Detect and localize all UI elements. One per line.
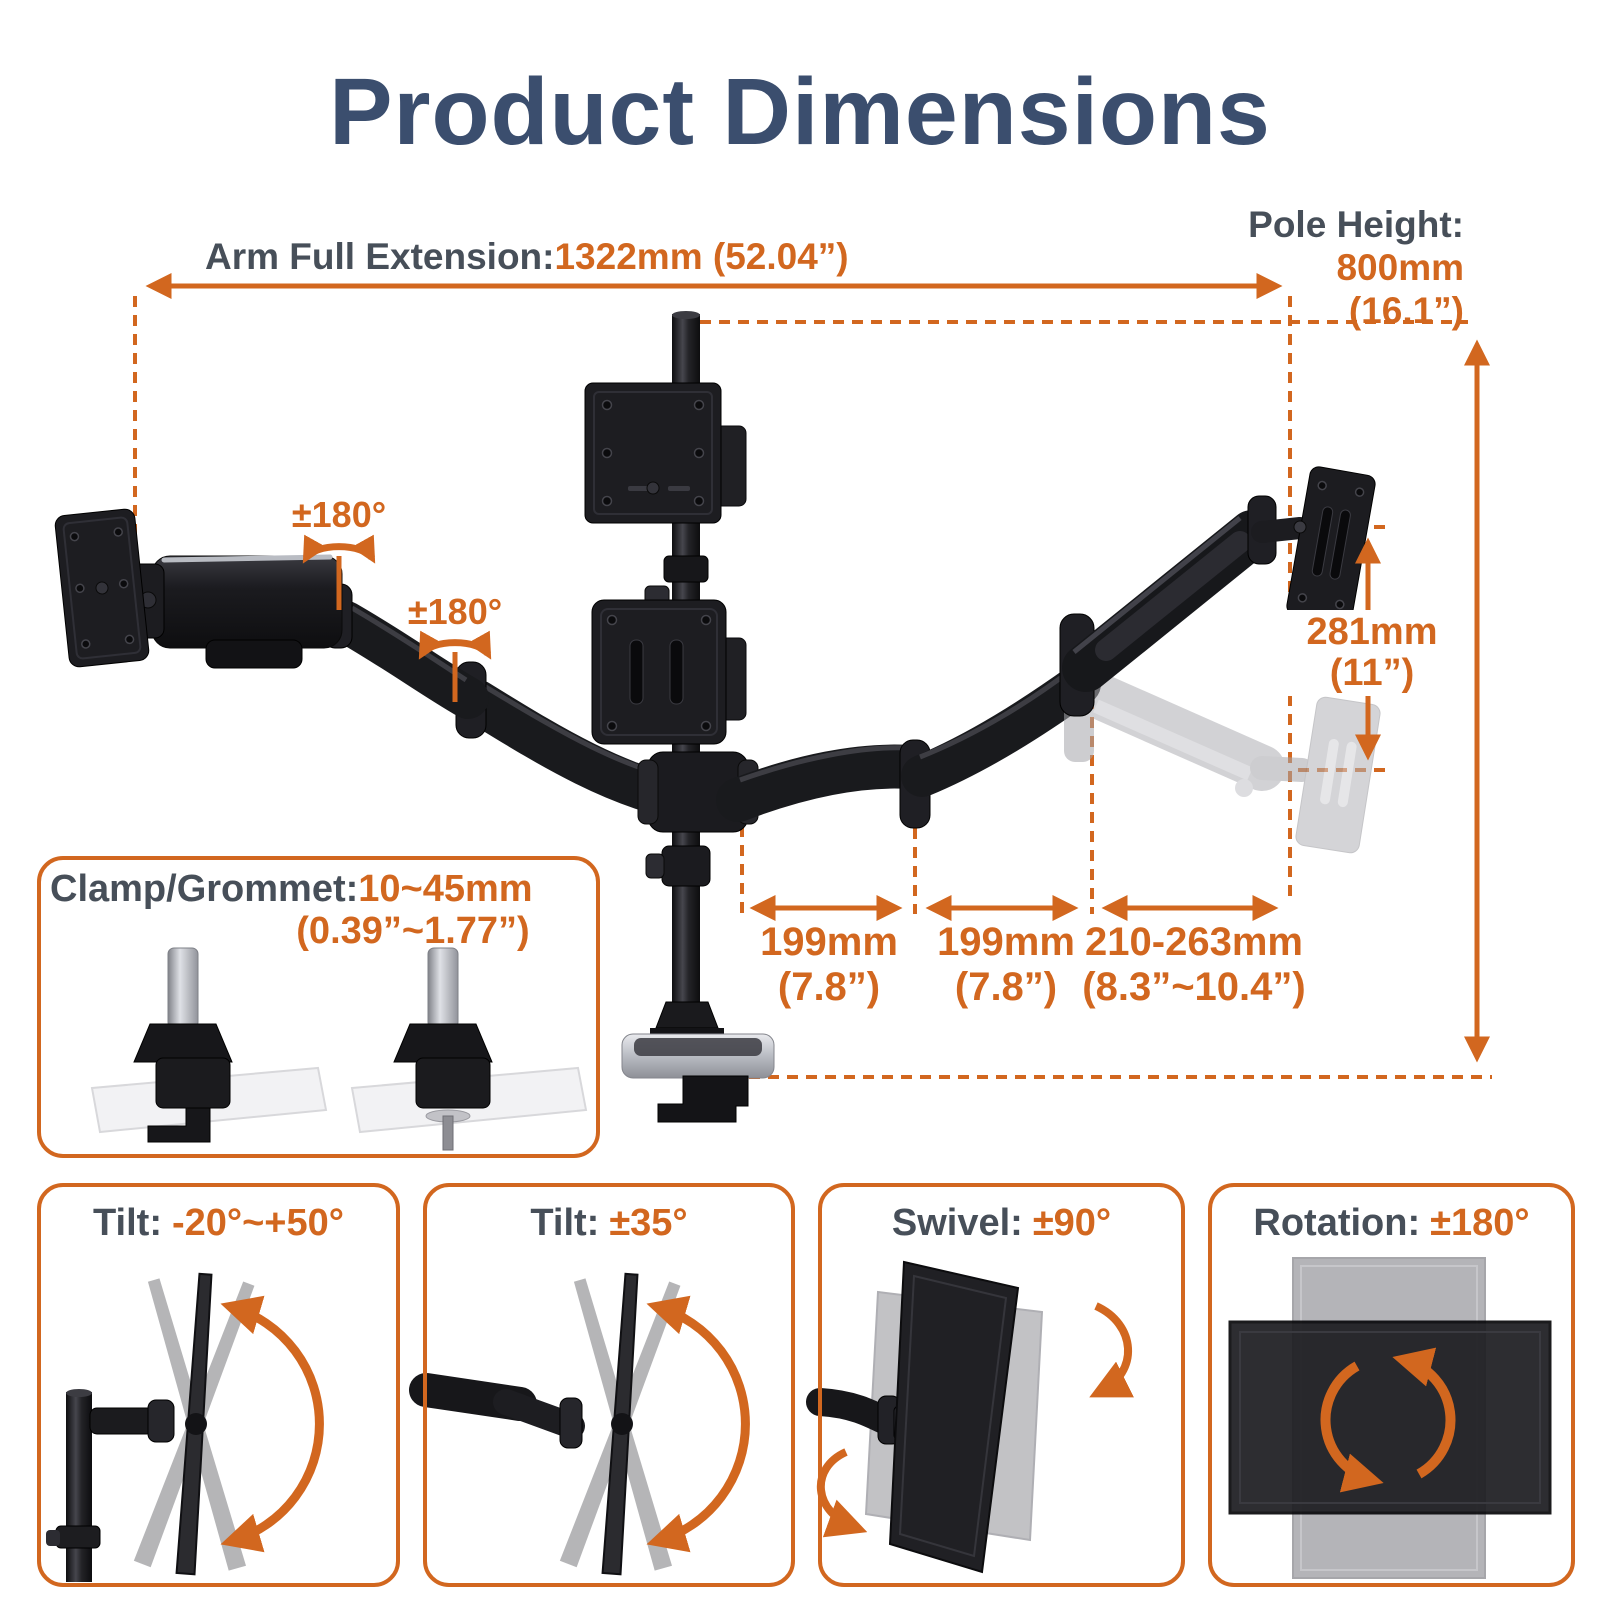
tilt-fan xyxy=(133,1272,259,1576)
left-arm-underslung xyxy=(205,639,303,669)
rotation-arc-icon xyxy=(418,630,492,660)
feature-caption: Rotation: xyxy=(1253,1202,1421,1244)
left-arm-upper-segment xyxy=(325,601,489,719)
segment-dimension-1: 199mm (7.8”) xyxy=(709,920,949,1010)
segment-2-inch: (7.8”) xyxy=(954,964,1058,1009)
arm-rotation-label-2: ±180° xyxy=(407,591,503,632)
right-arm-segment-2 xyxy=(901,663,1101,797)
clamp-range-label: Clamp/Grommet:10~45mm xyxy=(50,868,533,911)
segment-dimension-3: 210-263mm (8.3”~10.4”) xyxy=(1062,920,1326,1010)
feature-value: ±180° xyxy=(1430,1202,1530,1244)
lift-range-mm: 281mm xyxy=(1306,611,1438,653)
top-vesa-inner xyxy=(593,391,713,515)
mini-pole xyxy=(66,1392,92,1582)
pole-height-caption: Pole Height: xyxy=(1248,204,1464,245)
rotation-illustration xyxy=(1228,1257,1552,1579)
feature-value: ±90° xyxy=(1032,1202,1112,1244)
right-arm-ghost-position xyxy=(1064,669,1381,854)
feature-label-tilt-1: Tilt:-20°~+50° xyxy=(37,1202,400,1245)
left-arm-housing xyxy=(151,555,343,649)
top-vesa-mount xyxy=(584,382,747,524)
tilt-pole-illustration xyxy=(46,1272,324,1582)
lift-range-inch: (11”) xyxy=(1329,652,1415,695)
right-vesa-plate xyxy=(1286,466,1376,624)
lower-vesa-mount xyxy=(591,585,747,745)
arm-extension-caption: Arm Full Extension: xyxy=(205,236,555,277)
segment-3-inch: (8.3”~10.4”) xyxy=(1082,964,1306,1009)
grommet-illustration xyxy=(350,947,588,1151)
tilt-fan xyxy=(559,1272,685,1576)
feature-caption: Tilt: xyxy=(93,1202,162,1244)
feature-caption: Swivel: xyxy=(891,1202,1023,1244)
clamp-caption: Clamp/Grommet: xyxy=(50,868,359,910)
feature-box-tilt-2 xyxy=(423,1183,795,1587)
swivel-illustration xyxy=(806,1260,1134,1574)
rotation-arrow-icon xyxy=(1320,1361,1384,1493)
lower-vesa-slot xyxy=(669,639,684,705)
clamp-inch: (0.39”~1.77”) xyxy=(296,910,530,952)
page-title: Product Dimensions xyxy=(329,59,1271,165)
right-arm-segment-1 xyxy=(716,744,932,822)
landscape-monitor xyxy=(1228,1320,1552,1515)
clamp-hook xyxy=(657,1075,749,1123)
right-vesa-pivot xyxy=(1293,520,1307,534)
feature-box-rotation xyxy=(1208,1183,1575,1587)
dimension-arrows xyxy=(145,273,1490,1063)
clamp-illustration xyxy=(90,947,328,1143)
feature-box-tilt-1 xyxy=(37,1183,400,1587)
pole-cap xyxy=(672,311,700,319)
feature-value: ±35° xyxy=(609,1202,688,1244)
feature-caption: Tilt: xyxy=(530,1202,600,1244)
feature-label-swivel: Swivel:±90° xyxy=(818,1202,1185,1245)
rotation-arrow-icon xyxy=(1392,1347,1456,1479)
segment-1-inch: (7.8”) xyxy=(777,964,881,1009)
grommet-bolt xyxy=(442,1115,454,1151)
pole-height-mm: 800mm xyxy=(1336,246,1464,288)
lower-vesa-slot xyxy=(629,639,644,705)
tilt-arc-arrow-icon xyxy=(646,1295,750,1553)
arm-extension-value: 1322mm (52.04”) xyxy=(554,236,849,277)
segment-3-mm: 210-263mm xyxy=(1085,920,1303,964)
segment-1-mm: 199mm xyxy=(760,920,898,964)
arm-rotation-label-1: ±180° xyxy=(291,494,387,535)
swivel-arrow-icon xyxy=(1089,1302,1134,1398)
pole-collar-knob xyxy=(645,853,665,879)
left-arm-housing-highlight xyxy=(161,554,333,563)
lower-vesa-plate xyxy=(591,599,727,745)
tilt-arc-arrow-icon xyxy=(220,1295,324,1553)
clamp-body xyxy=(155,1057,231,1109)
pole-height-label: Pole Height: 800mm (16.1”) xyxy=(1248,204,1464,333)
top-vesa-holes xyxy=(601,399,705,507)
pole-collar-top xyxy=(663,555,709,583)
segment-dimension-2: 199mm (7.8”) xyxy=(886,920,1126,1010)
tilt-arm-illustration xyxy=(409,1272,750,1576)
feature-box-swivel xyxy=(818,1183,1185,1587)
right-arm-head-link xyxy=(1251,517,1311,543)
feature-value: -20°~+50° xyxy=(171,1202,344,1244)
lift-range-label: 281mm (11”) xyxy=(1282,610,1462,697)
grommet-body xyxy=(415,1057,491,1109)
left-vesa-plate xyxy=(54,508,150,668)
rotation-arc-icon xyxy=(302,534,376,564)
clamp-grommet-box xyxy=(37,856,600,1158)
arm-extension-label: Arm Full Extension:1322mm (52.04”) xyxy=(205,236,849,278)
right-arm xyxy=(637,466,1381,887)
feature-label-tilt-2: Tilt:±35° xyxy=(423,1202,795,1245)
swivel-monitor xyxy=(888,1260,1020,1574)
segment-2-mm: 199mm xyxy=(937,920,1075,964)
pole-height-inch: (16.1”) xyxy=(1348,289,1464,331)
clamp-mm: 10~45mm xyxy=(358,868,533,910)
desk-clamp-base xyxy=(621,1001,775,1123)
feature-label-rotation: Rotation:±180° xyxy=(1208,1202,1575,1245)
pole-collar-clamp xyxy=(661,845,711,887)
